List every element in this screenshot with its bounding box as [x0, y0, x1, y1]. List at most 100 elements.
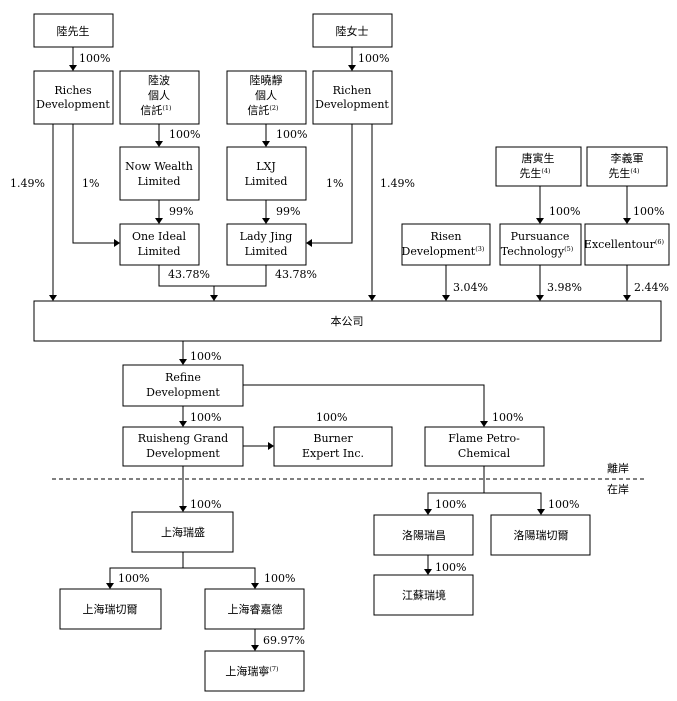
line-flame-branch-right [484, 492, 542, 509]
label-riches-line2: Development [36, 98, 110, 111]
arrow-shanghai-ruiqie [106, 583, 114, 589]
label-company: 本公司 [331, 314, 364, 328]
line-shanghairuisheng-branch-right [183, 567, 256, 583]
connectors [52, 47, 644, 645]
label-lubo-line1: 陸波 [148, 74, 170, 87]
box-li-yijun [586, 146, 668, 187]
pct-risen-company: 3.04% [453, 281, 488, 294]
pct-flame-ruiqie: 100% [548, 498, 579, 511]
pct-refine-flame: 100% [492, 411, 523, 424]
pct-lxj-ladyjing: 99% [276, 205, 300, 218]
arrow-flame [480, 421, 488, 427]
line-refine-flame [243, 384, 485, 421]
label-luxj-line2: 個人 [255, 89, 277, 102]
box-riches-development [33, 70, 114, 125]
label-richen-line2: Development [315, 98, 389, 111]
pct-ruichang-jiangsu: 100% [435, 561, 466, 574]
label-oneideal-line2: Limited [138, 245, 181, 258]
label-li-line1: 李義軍 [611, 151, 644, 165]
pct-tang-pursuance: 100% [549, 205, 580, 218]
label-ruisheng-line2: Development [146, 447, 220, 460]
arrow-richen [348, 65, 356, 71]
label-ladyjing-line2: Limited [245, 245, 288, 258]
arrow-refine [179, 359, 187, 365]
arrow-ladyjing-top [262, 218, 270, 224]
label-onshore: 在岸 [607, 483, 629, 496]
label-ladyjing-line1: Lady Jing [240, 230, 293, 243]
arrow-company-risen [442, 295, 450, 301]
pct-ruisheng-shanghairuisheng: 100% [190, 498, 221, 511]
label-luoyang-ruiqie: 洛陽瑞切爾 [514, 528, 569, 542]
arrow-ladyjing-right [306, 239, 312, 247]
pct-sr-ruijiade: 100% [264, 572, 295, 585]
box-shanghai-ruisheng [131, 511, 234, 553]
label-nowwealth-line1: Now Wealth [125, 160, 193, 173]
box-shanghai-ruiqie [59, 588, 162, 630]
label-risen-line2: Development(3) [402, 245, 485, 258]
label-ruisheng-line1: Ruisheng Grand [138, 432, 228, 445]
box-company [33, 300, 662, 342]
arrow-company-richen [368, 295, 376, 301]
label-flame-line1: Flame Petro- [448, 432, 520, 445]
arrow-lxj [262, 141, 270, 147]
label-pursuance-line2: Technology(5) [501, 245, 574, 258]
box-burner-expert [273, 426, 393, 467]
arrow-burner [268, 442, 274, 450]
pct-richen-ladyjing: 1% [326, 177, 343, 190]
arrow-pursuance [536, 218, 544, 224]
arrow-riches [69, 65, 77, 71]
label-lubo-line2: 個人 [148, 89, 170, 102]
label-luxj-line3: 信託(2) [247, 103, 279, 117]
pct-lubo-nowwealth: 100% [169, 128, 200, 141]
pct-mrlu-riches: 100% [79, 52, 110, 65]
boundary-labels: 離岸 在岸 [607, 461, 629, 496]
label-shanghai-ruiqie: 上海瑞切爾 [83, 602, 138, 616]
pct-li-excellentour: 100% [633, 205, 664, 218]
box-ms-lu [312, 13, 393, 48]
arrow-excellentour [623, 218, 631, 224]
pct-company-refine: 100% [190, 350, 221, 363]
arrow-jiangsu [424, 569, 432, 575]
label-lubo-line3: 信託(1) [140, 103, 172, 117]
label-ms-lu: 陸女士 [336, 24, 369, 38]
pct-riches-oneideal: 1% [82, 177, 99, 190]
box-flame-petrochemical [424, 426, 545, 467]
box-ruisheng-grand [122, 426, 244, 467]
label-lxj-line1: LXJ [256, 160, 276, 173]
box-pursuance-technology [499, 223, 582, 266]
arrow-luoyang-ruiqie [537, 509, 545, 515]
label-refine-line2: Development [146, 386, 220, 399]
label-riches-line1: Riches [54, 84, 92, 97]
label-shanghai-ruisheng: 上海瑞盛 [161, 525, 205, 539]
label-jiangsu-ruijing: 江蘇瑞境 [402, 588, 446, 602]
label-shanghai-ruijiade: 上海睿嘉德 [228, 602, 283, 616]
box-lu-bo-trust [119, 70, 200, 125]
label-luxj-line1: 陸曉靜 [250, 73, 283, 87]
label-lxj-line2: Limited [245, 175, 288, 188]
box-luoyang-ruiqie [490, 514, 591, 556]
label-excellentour: Excellentour(6) [584, 238, 665, 251]
label-refine-line1: Refine [165, 371, 201, 384]
box-shanghai-ruijiade [204, 588, 305, 630]
arrow-shanghai-ruining [251, 645, 259, 651]
pct-luxj-lxj: 100% [276, 128, 307, 141]
box-now-wealth [119, 146, 200, 201]
label-nowwealth-line2: Limited [138, 175, 181, 188]
line-trusts-to-company [158, 265, 267, 287]
label-flame-line2: Chemical [458, 447, 511, 460]
label-burner-line2: Expert Inc. [302, 447, 364, 460]
arrow-company-trusts [210, 295, 218, 301]
label-li-line2: 先生(4) [608, 166, 640, 180]
arrow-shanghai-ruijiade [251, 583, 259, 589]
pct-nowwealth-oneideal: 99% [169, 205, 193, 218]
pct-ruijiade-ruining: 69.97% [263, 634, 305, 647]
pct-riches-company: 1.49% [10, 177, 45, 190]
label-tang-line1: 唐寅生 [522, 151, 555, 165]
label-risen-line1: Risen [430, 230, 461, 243]
label-shanghai-ruining: 上海瑞寧(7) [225, 664, 279, 678]
arrow-shanghai-ruisheng [179, 506, 187, 512]
box-mr-lu [33, 13, 114, 48]
box-risen-development [401, 223, 491, 266]
box-shanghai-ruining [204, 650, 305, 692]
pct-sr-ruiqie: 100% [118, 572, 149, 585]
